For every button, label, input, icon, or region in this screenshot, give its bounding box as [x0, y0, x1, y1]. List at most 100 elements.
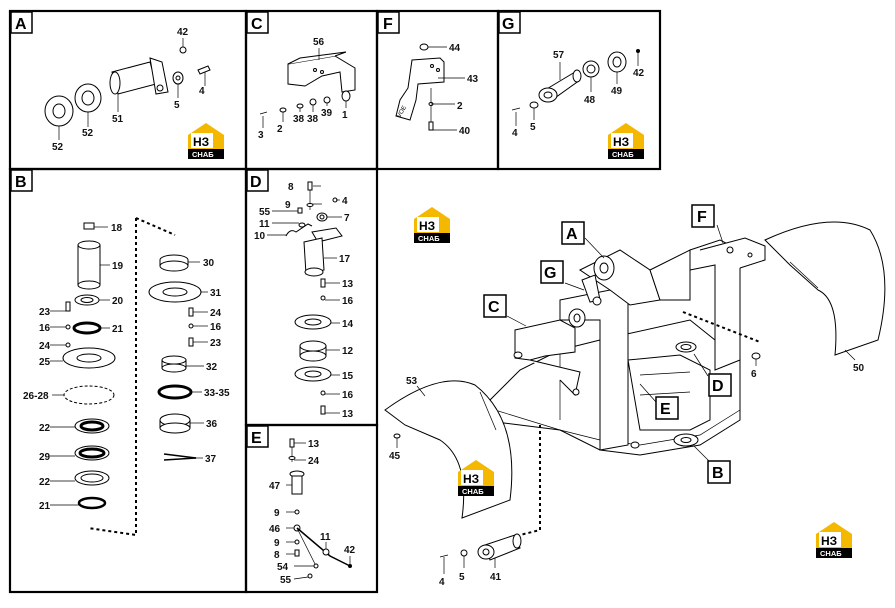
svg-text:12: 12: [342, 346, 354, 357]
callout-G: G: [540, 260, 564, 284]
svg-text:3: 3: [258, 130, 264, 141]
section-labels: A C F G B D E: [10, 11, 521, 448]
callout-E: E: [655, 396, 679, 420]
svg-text:5: 5: [459, 572, 465, 583]
svg-text:8: 8: [288, 182, 294, 193]
svg-text:A: A: [15, 16, 27, 33]
panel-B-part-numbers: 18 19 20 23 16 21 24 25 26-28 22 29 22 2…: [23, 223, 230, 512]
svg-text:C: C: [251, 16, 263, 33]
svg-text:E: E: [660, 401, 671, 418]
svg-text:11: 11: [320, 532, 331, 543]
svg-text:22: 22: [39, 423, 51, 434]
svg-text:42: 42: [633, 68, 645, 79]
svg-text:40: 40: [459, 126, 471, 137]
main-assembly-drawing: [384, 221, 886, 574]
logo-main-top: [414, 207, 450, 243]
svg-text:32: 32: [206, 362, 218, 373]
svg-text:51: 51: [112, 114, 124, 125]
svg-text:F: F: [383, 16, 393, 33]
svg-text:46: 46: [269, 524, 281, 535]
section-label-D: D: [246, 169, 269, 192]
svg-text:5: 5: [174, 100, 180, 111]
svg-text:G: G: [502, 16, 514, 33]
svg-text:16: 16: [39, 323, 51, 334]
callout-C: C: [483, 294, 507, 318]
panel-G-part-numbers: 57 4 5 48 49 42: [512, 50, 645, 139]
svg-text:VOE: VOE: [397, 105, 409, 119]
svg-text:G: G: [544, 265, 556, 282]
panel-F-drawing: VOE: [395, 43, 465, 131]
svg-text:19: 19: [112, 261, 124, 272]
main-part-numbers: 53 45 6 50 4 5 41: [389, 363, 865, 588]
svg-text:55: 55: [259, 207, 271, 218]
callout-F: F: [691, 204, 715, 228]
svg-text:53: 53: [406, 376, 418, 387]
section-label-F: F: [377, 11, 400, 34]
panel-C-part-numbers: 56 3 2 38 38 39 1: [258, 37, 348, 141]
svg-text:24: 24: [308, 456, 320, 467]
logo-panel-A: [188, 123, 224, 159]
svg-text:56: 56: [313, 37, 325, 48]
svg-text:54: 54: [277, 562, 289, 573]
callout-B: B: [707, 460, 731, 484]
svg-text:44: 44: [449, 43, 461, 54]
svg-text:E: E: [251, 430, 262, 447]
main-callouts: A F G C D E B: [483, 204, 732, 484]
svg-text:9: 9: [274, 508, 280, 519]
svg-text:4: 4: [439, 577, 445, 588]
svg-text:B: B: [712, 465, 724, 482]
svg-text:45: 45: [389, 451, 401, 462]
svg-text:23: 23: [210, 338, 222, 349]
panel-D-drawing: [267, 181, 343, 415]
svg-text:13: 13: [342, 409, 354, 420]
svg-text:31: 31: [210, 288, 222, 299]
svg-text:18: 18: [111, 223, 123, 234]
svg-text:9: 9: [274, 538, 280, 549]
svg-text:39: 39: [321, 108, 333, 119]
svg-text:52: 52: [82, 128, 94, 139]
svg-text:57: 57: [553, 50, 565, 61]
svg-text:30: 30: [203, 258, 215, 269]
svg-text:11: 11: [259, 219, 270, 230]
section-label-G: G: [498, 11, 521, 34]
panel-frames: [8, 9, 662, 594]
panel-B-drawing: [50, 217, 208, 537]
svg-text:7: 7: [344, 213, 350, 224]
svg-text:15: 15: [342, 371, 354, 382]
section-label-B: B: [10, 169, 33, 192]
svg-text:A: A: [566, 226, 578, 243]
svg-text:37: 37: [205, 454, 217, 465]
callout-D: D: [708, 373, 732, 397]
svg-text:38: 38: [293, 114, 305, 125]
svg-text:B: B: [15, 174, 27, 191]
svg-text:48: 48: [584, 95, 596, 106]
panel-E-part-numbers: 13 24 47 9 46 9 8 11 42 54 55: [269, 439, 356, 586]
panel-A-drawing: [44, 38, 211, 140]
svg-text:9: 9: [285, 200, 291, 211]
svg-text:29: 29: [39, 452, 51, 463]
svg-text:43: 43: [467, 74, 479, 85]
svg-text:2: 2: [457, 101, 463, 112]
svg-text:52: 52: [52, 142, 64, 153]
section-label-A: A: [10, 11, 33, 34]
svg-text:2: 2: [277, 124, 283, 135]
svg-text:13: 13: [342, 279, 354, 290]
svg-text:4: 4: [342, 196, 348, 207]
svg-text:41: 41: [490, 572, 502, 583]
svg-text:55: 55: [280, 575, 292, 586]
svg-text:42: 42: [177, 27, 189, 38]
panel-A-part-numbers: 42 52 52 51 5 4: [52, 27, 205, 153]
svg-text:1: 1: [342, 110, 348, 121]
svg-text:10: 10: [254, 231, 266, 242]
svg-text:4: 4: [199, 86, 205, 97]
svg-text:47: 47: [269, 481, 281, 492]
panel-G-drawing: [511, 49, 640, 126]
svg-text:D: D: [250, 174, 262, 191]
svg-text:16: 16: [342, 296, 354, 307]
svg-text:49: 49: [611, 86, 623, 97]
svg-text:26-28: 26-28: [23, 391, 49, 402]
logo-main-bottom: [816, 522, 852, 558]
section-label-C: C: [246, 11, 269, 34]
svg-text:8: 8: [274, 550, 280, 561]
